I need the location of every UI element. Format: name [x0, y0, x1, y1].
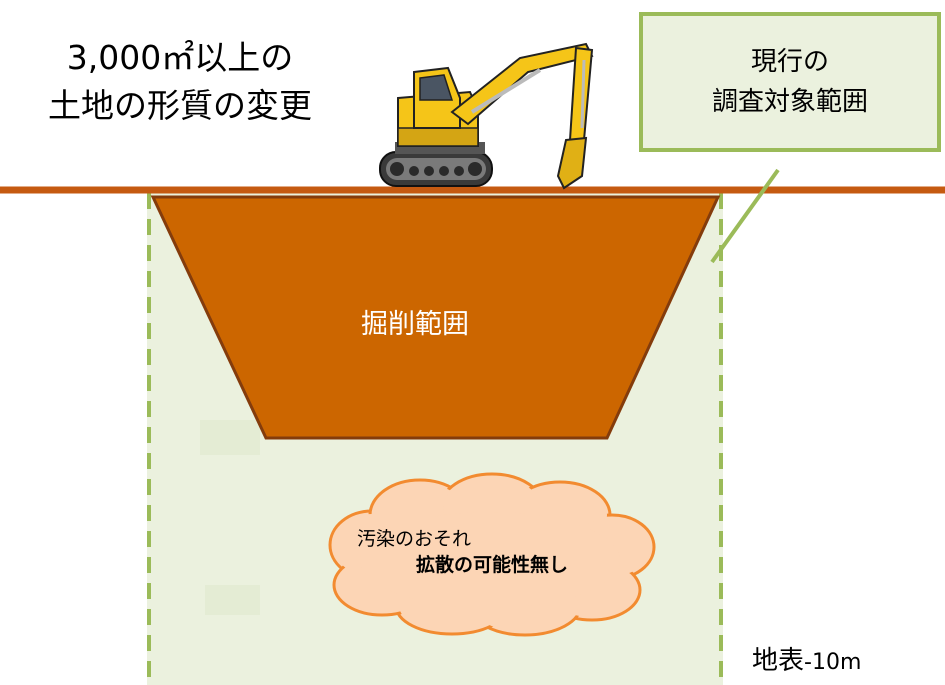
no-diffusion-text: 拡散の可能性無し — [416, 554, 569, 576]
depth-label: 地表-10m — [752, 640, 861, 677]
depth-label-value: -10m — [804, 650, 862, 675]
excavation-area — [150, 195, 721, 440]
diagram-title: 3,000㎡以上の 土地の形質の変更 — [35, 34, 325, 130]
callout-line-1: 現行の — [750, 47, 829, 77]
callout-pointer — [710, 168, 780, 264]
contamination-text: 汚染のおそれ — [357, 528, 472, 550]
excavation-label: 掘削範囲 — [361, 309, 469, 340]
contamination-cloud-icon — [328, 472, 656, 637]
callout-line-2: 調査対象範囲 — [711, 87, 868, 117]
survey-area-patch-2 — [205, 585, 260, 615]
survey-area-patch — [200, 420, 260, 455]
title-line-2: 土地の形質の変更 — [48, 86, 312, 125]
depth-label-prefix: 地表 — [752, 646, 805, 676]
survey-area-callout: 現行の 調査対象範囲 — [639, 12, 941, 152]
title-line-1: 3,000㎡以上の — [66, 38, 294, 77]
excavator-icon — [379, 42, 594, 190]
